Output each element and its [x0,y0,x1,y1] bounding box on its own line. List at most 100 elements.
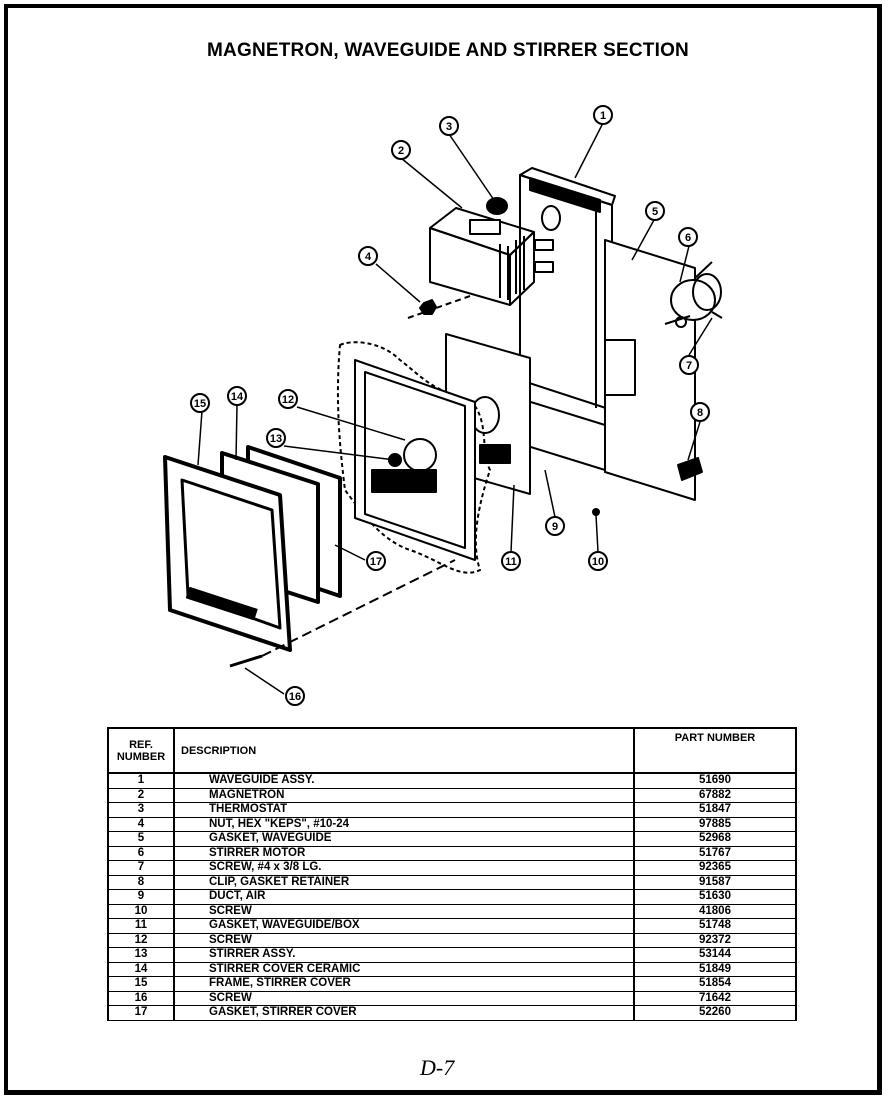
description-cell: SCREW, #4 x 3/8 LG. [173,860,635,876]
description-cell: CLIP, GASKET RETAINER [173,874,635,890]
part-number-cell: 52260 [633,1005,797,1021]
ref-cell: 5 [107,831,175,847]
part-number-cell: 92372 [633,932,797,948]
description-cell: SCREW [173,903,635,919]
svg-text:12: 12 [282,394,294,406]
gasket-clip-part [677,457,703,481]
callout-7: 7 [679,355,699,375]
svg-text:9: 9 [552,521,558,533]
stirrer-motor-part [664,261,722,328]
svg-text:8: 8 [697,407,703,419]
part-number-cell: 51767 [633,845,797,861]
part-number-cell: 41806 [633,903,797,919]
part-number-cell: 53144 [633,947,797,963]
description-cell: STIRRER MOTOR [173,845,635,861]
description-cell: SCREW [173,990,635,1006]
svg-text:2: 2 [398,145,404,157]
ref-cell: 14 [107,961,175,977]
svg-text:1: 1 [600,110,606,122]
callout-11: 11 [501,551,521,571]
callout-12: 12 [278,389,298,409]
description-cell: NUT, HEX "KEPS", #10-24 [173,816,635,832]
svg-text:17: 17 [370,556,382,568]
ref-number-header: REF.NUMBER [107,727,175,774]
svg-text:14: 14 [231,391,244,403]
thermostat-part [486,197,508,215]
ref-cell: 10 [107,903,175,919]
callout-14: 14 [227,386,247,406]
callout-13: 13 [266,428,286,448]
description-cell: SCREW [173,932,635,948]
callout-15: 15 [190,393,210,413]
svg-text:13: 13 [270,433,282,445]
description-cell: GASKET, STIRRER COVER [173,1005,635,1021]
part-number-cell: 51748 [633,918,797,934]
description-cell: FRAME, STIRRER COVER [173,976,635,992]
exploded-parts-diagram: 1 2 3 4 5 6 7 8 9 10 11 12 13 14 15 16 1… [163,105,723,706]
part-number-cell: 91587 [633,874,797,890]
description-cell: STIRRER COVER CERAMIC [173,961,635,977]
ref-cell: 2 [107,787,175,803]
callout-6: 6 [678,227,698,247]
svg-text:7: 7 [686,360,692,372]
part-number-cell: 97885 [633,816,797,832]
waveguide-assembly-part [519,167,616,411]
ref-cell: 7 [107,860,175,876]
ref-cell: 3 [107,802,175,818]
part-number-cell: 51690 [633,772,797,789]
ref-cell: 13 [107,947,175,963]
part-number-cell: 51849 [633,961,797,977]
svg-text:10: 10 [592,556,604,568]
part-number-cell: 51630 [633,889,797,905]
svg-text:6: 6 [685,232,691,244]
svg-text:16: 16 [289,691,301,703]
callout-9: 9 [545,516,565,536]
callout-16: 16 [285,686,305,706]
stirrer-cover-frame-part [163,455,292,652]
ref-cell: 11 [107,918,175,934]
handwritten-page-mark: D-7 [420,1055,455,1080]
callout-4: 4 [358,246,378,266]
callout-2: 2 [391,140,411,160]
description-cell: WAVEGUIDE ASSY. [173,772,635,789]
part-number-cell: 51847 [633,802,797,818]
callout-10: 10 [588,551,608,571]
callout-17: 17 [366,551,386,571]
ref-cell: 8 [107,874,175,890]
description-header: DESCRIPTION [173,727,635,774]
ref-cell: 4 [107,816,175,832]
svg-text:5: 5 [652,206,658,218]
table-header-row: REF.NUMBER DESCRIPTION PART NUMBER [107,727,797,774]
description-cell: STIRRER ASSY. [173,947,635,963]
description-cell: THERMOSTAT [173,802,635,818]
ref-cell: 12 [107,932,175,948]
part-number-cell: 71642 [633,990,797,1006]
description-cell: MAGNETRON [173,787,635,803]
ref-cell: 17 [107,1005,175,1021]
part-number-cell: 52968 [633,831,797,847]
ref-cell: 6 [107,845,175,861]
ref-cell: 15 [107,976,175,992]
callout-8: 8 [690,402,710,422]
callout-3: 3 [439,116,459,136]
callout-1: 1 [593,105,613,125]
oven-cavity-panel [336,341,491,574]
ref-cell: 1 [107,772,175,789]
description-cell: GASKET, WAVEGUIDE [173,831,635,847]
svg-text:11: 11 [505,556,517,568]
